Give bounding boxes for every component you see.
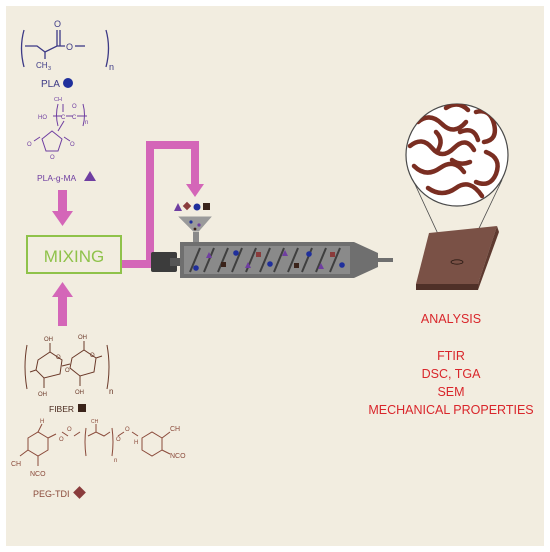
- fiber-o-3: O: [90, 353, 95, 359]
- peg-o-right2: O: [125, 427, 130, 433]
- fiber-structure: [24, 341, 110, 390]
- analysis-method-sem: SEM: [437, 385, 464, 399]
- fiber-oh-2: OH: [78, 335, 87, 341]
- peg-ch3-right: CH: [170, 426, 180, 433]
- hopper-neck: [193, 232, 199, 242]
- peg-o-left: O: [59, 437, 64, 443]
- fiber-o-1: O: [56, 355, 61, 361]
- hopper-marker-triangle: [174, 203, 182, 211]
- pla-g-ma-structure: [33, 103, 87, 152]
- analysis-heading: ANALYSIS: [421, 312, 481, 326]
- hopper-marker-diamond: [182, 201, 192, 211]
- analysis-method-ftir: FTIR: [437, 349, 465, 363]
- pla-circle-marker: [63, 78, 73, 88]
- pla-g-ma-label: PLA-g-MA: [37, 173, 77, 183]
- ma-repeat-n: n: [85, 120, 88, 126]
- arrow-up-to-mixing: [52, 282, 73, 326]
- zoom-spot: [450, 259, 464, 265]
- peg-nco-right: NCO: [170, 453, 186, 460]
- mixing-label: MIXING: [44, 247, 104, 266]
- fiber-label: FIBER: [49, 404, 74, 414]
- analysis-method-mechanical: MECHANICAL PROPERTIES: [368, 403, 533, 417]
- peg-tdi-structure: [19, 423, 171, 466]
- hopper-particle: [197, 223, 201, 227]
- peg-tdi-diamond-marker: [73, 486, 86, 499]
- peg-o-left2: O: [67, 427, 72, 433]
- fiber-oh-3: OH: [38, 392, 47, 398]
- arrow-into-hopper: [186, 184, 204, 197]
- extruder-barrel-inner: [184, 246, 350, 274]
- extruder-nozzle: [378, 258, 393, 262]
- extruder-die: [354, 242, 378, 278]
- fiber-o-2: O: [65, 368, 70, 374]
- pla-ch3-sub: 3: [48, 66, 51, 72]
- peg-ch3-left: CH: [11, 461, 21, 468]
- peg-tdi-label: PEG-TDI: [33, 489, 70, 499]
- pipe-to-hopper: [122, 141, 199, 268]
- pla-ester-o: O: [66, 42, 73, 52]
- peg-h-right: H: [134, 440, 138, 446]
- sample-plate-side: [416, 284, 478, 290]
- pla-label: PLA: [41, 79, 60, 90]
- motor-shaft: [170, 258, 180, 266]
- fiber-oh-4: OH: [75, 390, 84, 396]
- ma-ring-o-left: O: [27, 142, 32, 148]
- mixing-box: [26, 235, 122, 274]
- peg-h-left: H: [40, 419, 44, 425]
- ma-ring-o-right: O: [70, 142, 75, 148]
- pla-ch3: CH: [36, 61, 48, 70]
- arrow-down-to-mixing: [52, 190, 73, 226]
- ma-c1: C: [61, 115, 66, 121]
- ma-ho: HO: [38, 115, 47, 121]
- ma-ch3: CH: [54, 97, 62, 103]
- peg-ch3-mid: CH: [91, 419, 99, 425]
- fiber-square-marker: [78, 404, 86, 412]
- peg-nco-left: NCO: [30, 471, 46, 478]
- peg-o-right: O: [116, 437, 121, 443]
- morphology-strands: [407, 104, 500, 199]
- pla-carbonyl-o: O: [54, 19, 61, 29]
- pla-g-ma-triangle-marker: [84, 171, 96, 181]
- sample-plate-top: [416, 226, 497, 284]
- ma-c2: C: [72, 115, 77, 121]
- pla-structure: [20, 29, 110, 68]
- hopper-particle: [193, 227, 197, 231]
- hopper-marker-circle: [193, 203, 201, 211]
- fiber-repeat-n: n: [109, 387, 113, 396]
- pla-repeat-n: n: [109, 62, 114, 72]
- barrel-particles: [193, 250, 345, 271]
- analysis-method-dsc-tga: DSC, TGA: [422, 367, 481, 381]
- motor: [151, 252, 177, 272]
- ma-ring-o: O: [50, 155, 55, 161]
- ma-o-top: O: [72, 104, 77, 110]
- sample-plate-edge: [478, 226, 499, 290]
- hopper-particle: [189, 220, 193, 224]
- fiber-oh-1: OH: [44, 337, 53, 343]
- peg-repeat-n: n: [114, 458, 117, 464]
- hopper-marker-square: [203, 203, 210, 210]
